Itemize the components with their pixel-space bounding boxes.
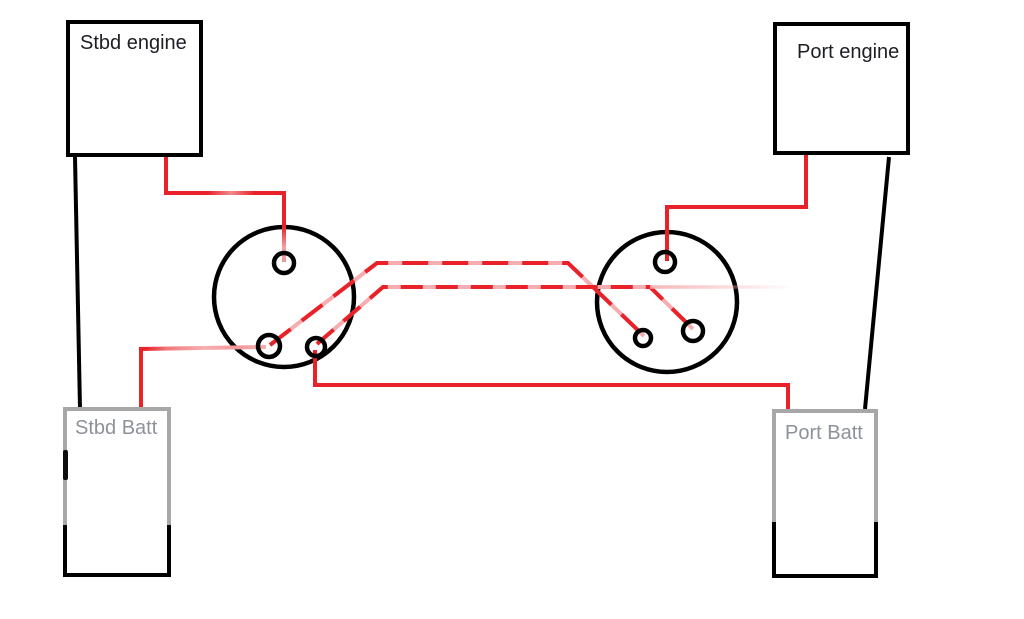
stbd-switch-left-terminal <box>255 332 283 360</box>
port-switch-right-terminal <box>680 318 706 344</box>
crossover-wire-b <box>315 285 695 346</box>
port-switch-left-terminal <box>632 327 654 349</box>
stbd-batt-positive-wire-run <box>138 345 267 351</box>
port-battery-box: Port Batt <box>772 409 878 578</box>
port-battery-label: Port Batt <box>785 422 863 444</box>
stbd-battery-label: Stbd Batt <box>75 417 158 439</box>
stbd-switch-right-terminal <box>304 335 328 359</box>
port-engine-label: Port engine <box>797 41 900 63</box>
port-engine-box: Port engine <box>773 22 910 155</box>
stbd-engine-box: Stbd engine <box>66 20 203 157</box>
stbd-engine-positive-wire <box>164 155 286 195</box>
stbd-negative-wire <box>73 156 82 410</box>
port-switch-top-terminal <box>652 249 678 275</box>
stbd-battery-box: Stbd Batt <box>63 407 171 577</box>
port-batt-positive-wire <box>313 350 790 409</box>
stbd-switch-top-terminal <box>271 250 297 276</box>
stbd-battery-black-border <box>63 525 171 577</box>
stbd-battery-terminal-mark <box>63 450 68 480</box>
port-engine-positive-wire <box>665 155 808 261</box>
crossover-wire-a <box>268 261 646 347</box>
port-negative-wire <box>863 156 891 410</box>
stbd-engine-label: Stbd engine <box>80 32 187 54</box>
port-battery-black-border <box>772 522 878 578</box>
